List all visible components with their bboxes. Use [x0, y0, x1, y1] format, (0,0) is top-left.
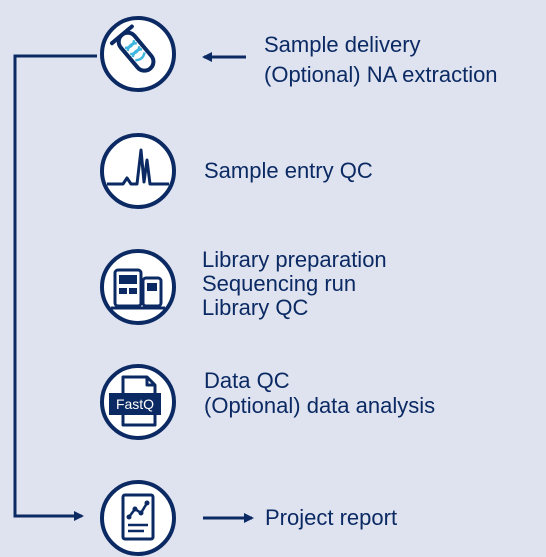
step-label-entry-qc: Sample entry QC — [204, 158, 373, 183]
chromatogram-peak-icon — [99, 132, 177, 210]
fastq-file-icon: FastQ — [99, 363, 177, 441]
fastq-label: FastQ — [116, 396, 154, 412]
test-tube-dna-icon — [99, 15, 177, 93]
step-label-report: Project report — [265, 505, 398, 530]
feedback-loop-line — [13, 54, 97, 521]
report-chart-icon — [99, 479, 177, 557]
step-label-delivery: Sample delivery (Optional) NA extraction — [264, 32, 498, 87]
step-label-data-qc: Data QC (Optional) data analysis — [204, 368, 436, 418]
sequencer-instrument-icon — [99, 248, 177, 326]
step-label-library: Library preparation Sequencing run Libra… — [202, 247, 387, 320]
